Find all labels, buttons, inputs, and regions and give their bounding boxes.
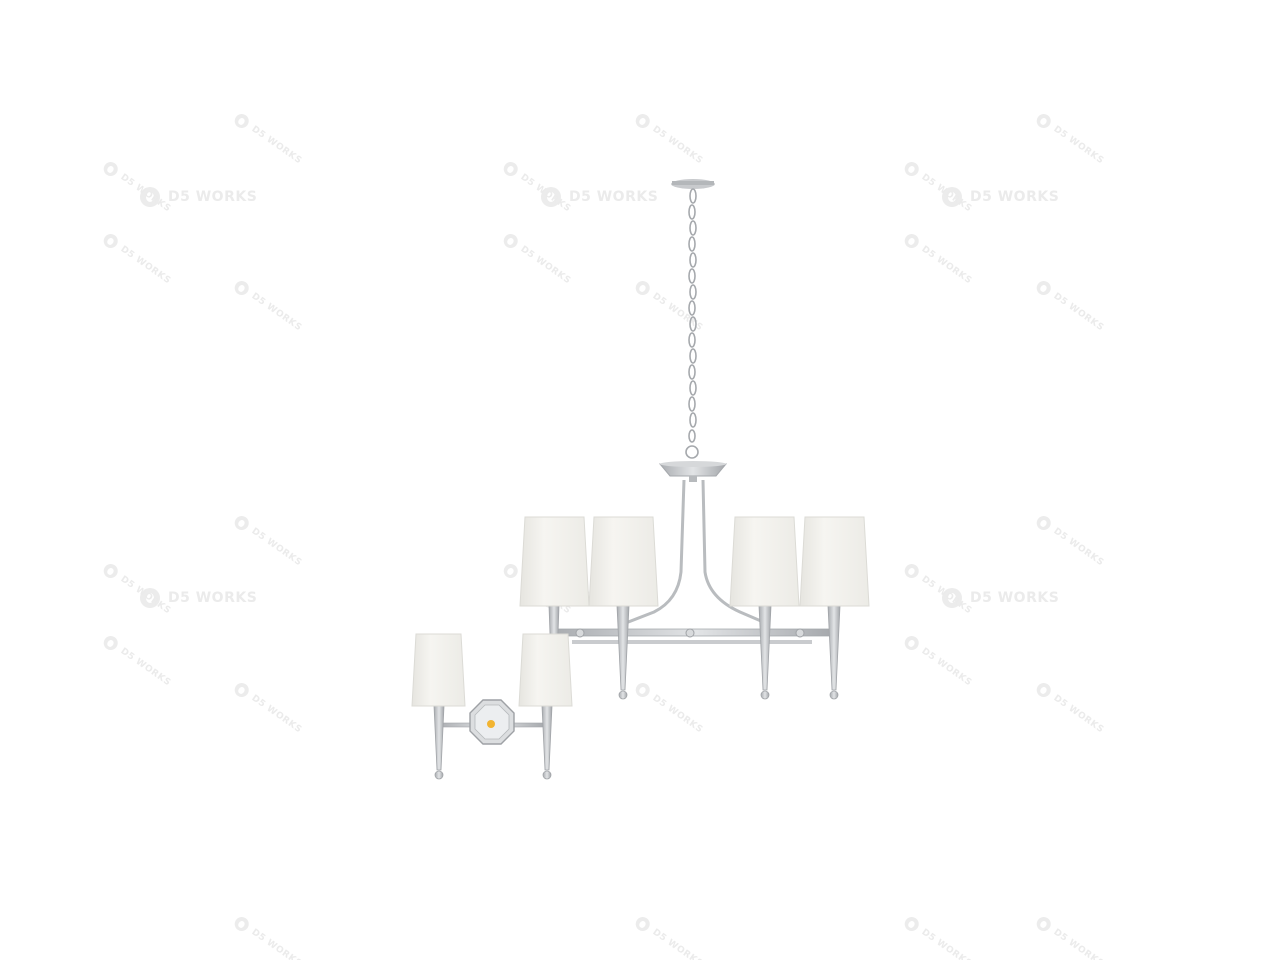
- crossbar: [554, 628, 839, 644]
- bulb-accent: [487, 720, 495, 728]
- chain: [685, 188, 699, 459]
- lamp-shade: [588, 516, 659, 607]
- lamp-shade: [799, 516, 870, 607]
- lamp-shade: [411, 633, 466, 707]
- chandelier-arms: [617, 479, 769, 628]
- ceiling-canopy: [671, 179, 715, 189]
- wall-sconce: [411, 633, 573, 780]
- chandelier-hub: [658, 461, 728, 482]
- lamp-shade: [519, 516, 590, 607]
- lamp-shade: [729, 516, 800, 607]
- shade-stems: [548, 605, 841, 700]
- lamp-shade: [518, 633, 573, 707]
